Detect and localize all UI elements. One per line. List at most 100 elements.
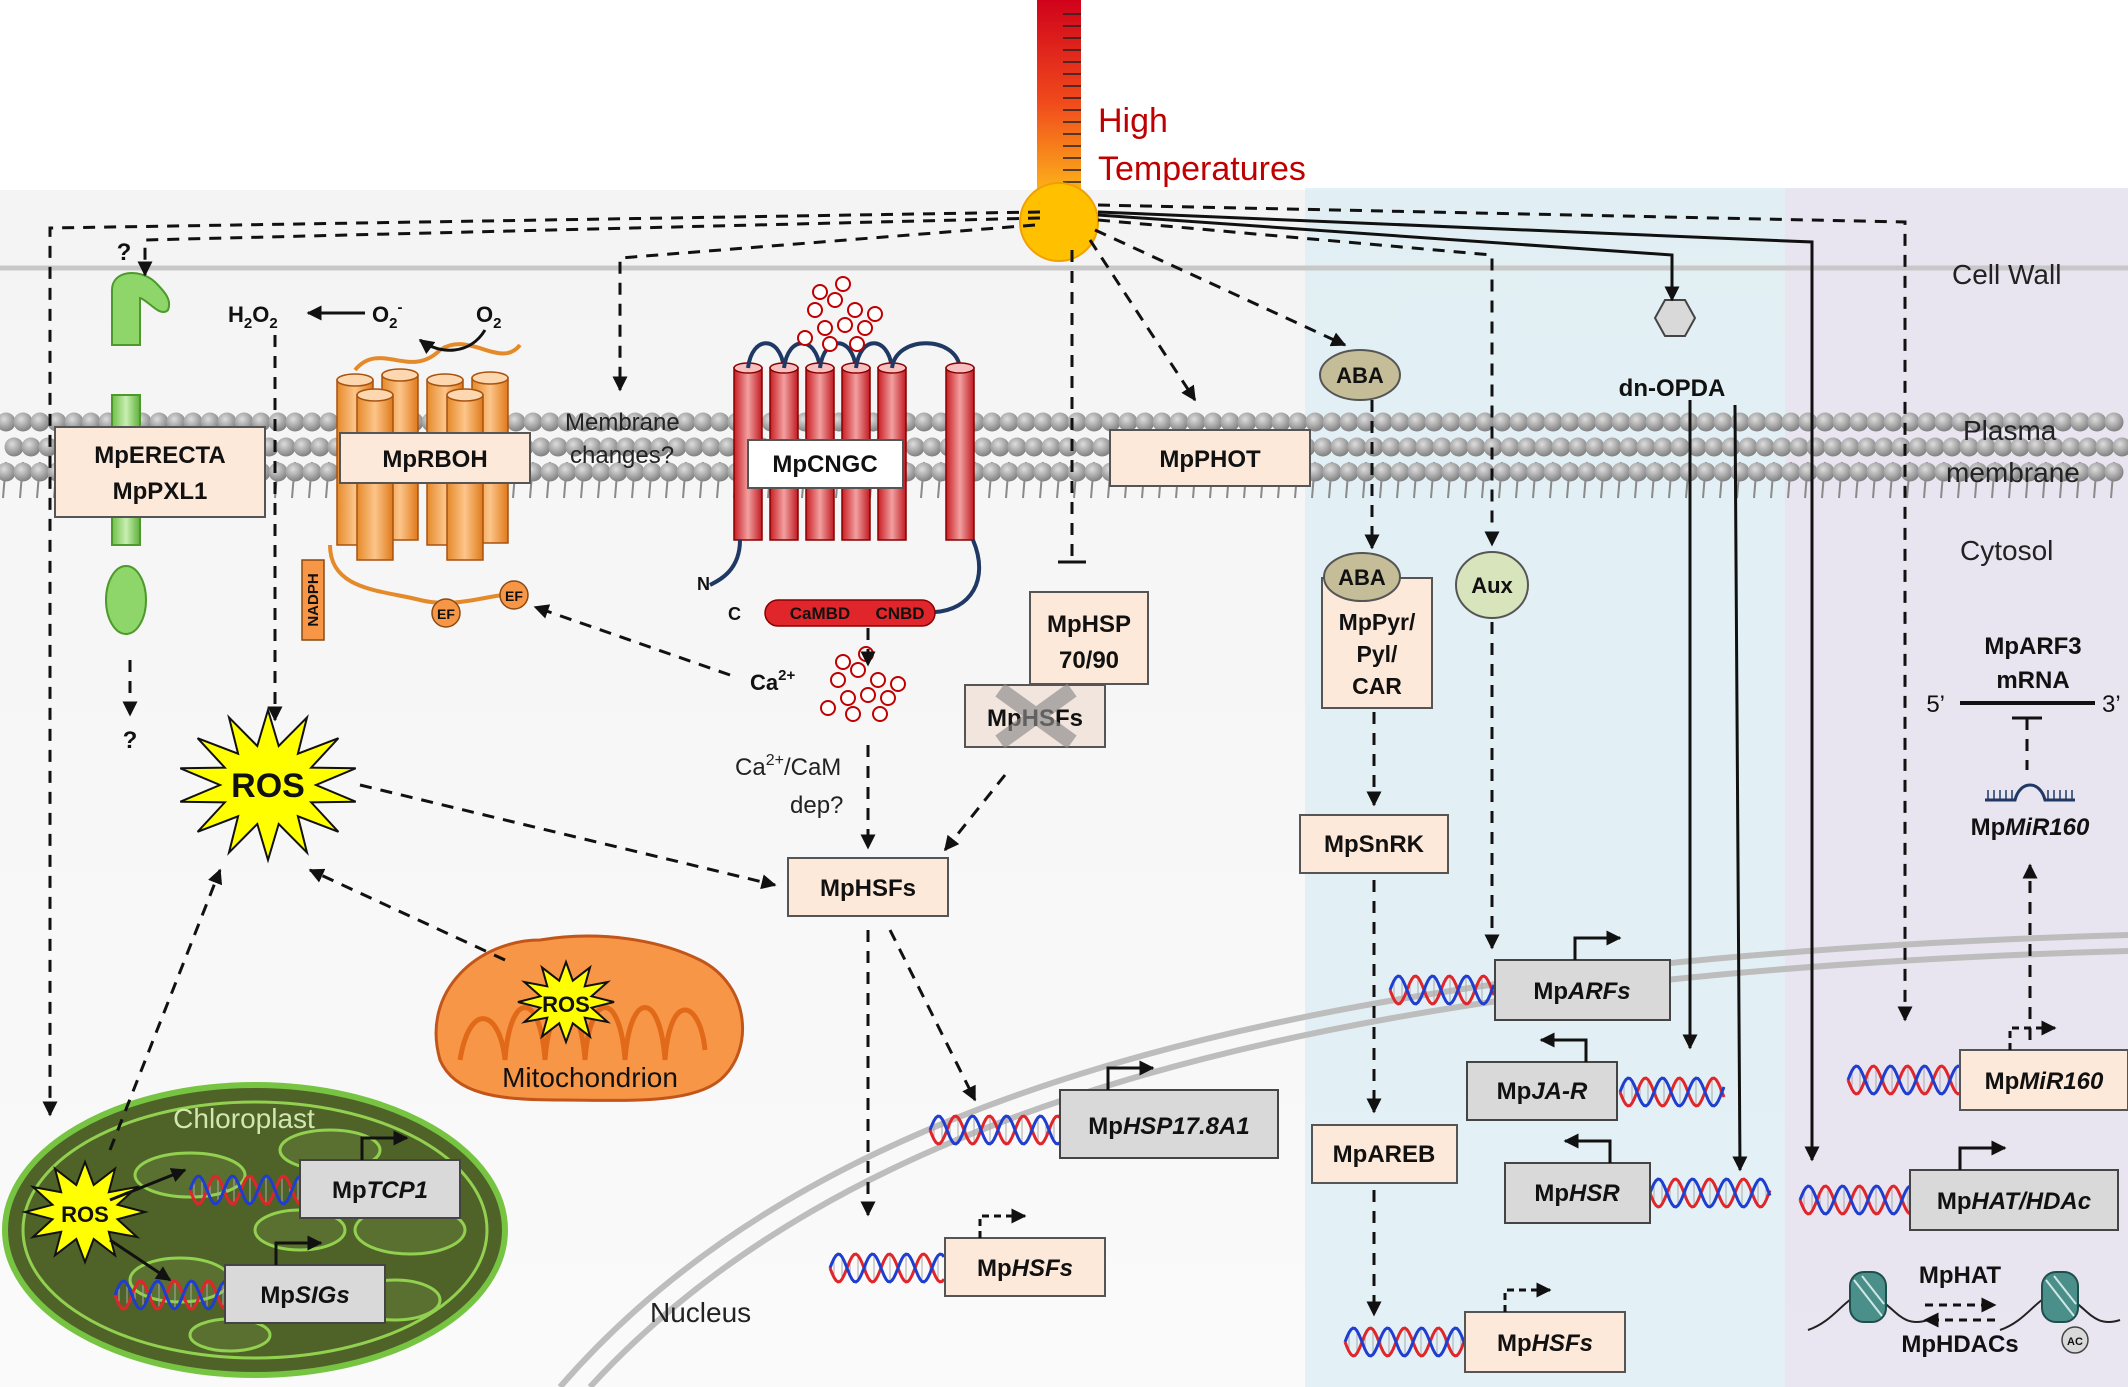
hsfs-release-cross — [995, 683, 1077, 749]
hsp-label-2: 70/90 — [1059, 647, 1119, 674]
pyl-label-2: Pyl/ — [1357, 641, 1399, 667]
h2o2-label: H2O2 — [228, 302, 278, 332]
arfs-gene-box — [1494, 959, 1671, 1021]
opda-label: dn-OPDA — [1619, 375, 1726, 402]
hsfs-gene-aba-box — [1464, 1311, 1626, 1373]
hsp-box — [1029, 591, 1149, 685]
hsr-gene-box — [1504, 1162, 1651, 1224]
thermometer-ticks — [1063, 13, 1081, 195]
five-prime-label: 5’ — [1926, 691, 1945, 718]
plasma-membrane-label-2: membrane — [1946, 457, 2080, 488]
areb-box — [1311, 1124, 1458, 1184]
nuclear-envelope-inner — [587, 948, 2128, 1387]
hsfs-center-label: MpHSFs — [820, 875, 916, 902]
calcium-label: Ca2+ — [750, 667, 795, 695]
chloroplast-ros-burst — [21, 1159, 149, 1265]
ros-label: ROS — [231, 767, 305, 805]
cytosol-label: Cytosol — [1960, 535, 2053, 566]
hsp17-gene-box — [1059, 1089, 1279, 1159]
auxin-label: Aux — [1471, 573, 1513, 598]
stimulus-label-1: High — [1098, 102, 1168, 140]
stimulus-label-2: Temperatures — [1098, 150, 1306, 188]
ef-label-1: EF — [437, 606, 455, 622]
o2minus-label: O2- — [372, 299, 402, 332]
jar-gene-box — [1466, 1061, 1618, 1121]
tcp1-gene-box — [299, 1159, 461, 1219]
cam-dependent-label-1: Ca2+/CaM — [735, 752, 841, 781]
pyl-label-3: CAR — [1352, 673, 1402, 699]
cngc-n-label: N — [697, 574, 710, 594]
cam-dependent-label-2: dep? — [790, 792, 843, 819]
ef-label-2: EF — [505, 588, 523, 604]
hdac-label: MpHDACs — [1901, 1331, 2018, 1358]
cngc-c-label: C — [728, 604, 741, 624]
aba-bound-label: ABA — [1338, 565, 1386, 590]
nadph-block — [301, 559, 325, 641]
aba-label: ABA — [1336, 363, 1384, 388]
nucleosomes — [1807, 1271, 2121, 1331]
phot-box — [1109, 429, 1311, 487]
jar-gene-label: MpJA-R — [1497, 1078, 1588, 1105]
arf3-mrna-label-1: MpARF3 — [1984, 633, 2081, 660]
o2-label: O2 — [476, 302, 501, 332]
rboh-label: MpRBOH — [382, 446, 487, 473]
rboh-box — [339, 432, 531, 484]
cngc-c-tail — [934, 539, 982, 614]
o2-to-o2minus-arrow — [418, 329, 487, 355]
acetyl-label: AC — [2067, 1336, 2083, 1348]
cell-wall-label: Cell Wall — [1952, 259, 2061, 290]
erecta-box — [54, 426, 266, 518]
mir160-hairpin — [1985, 783, 2075, 802]
thermometer-bulb — [1019, 182, 1099, 262]
erecta-question-bottom: ? — [123, 727, 138, 754]
hsp17-gene-label: MpHSP17.8A1 — [1088, 1113, 1249, 1140]
tcp1-gene-label: MpTCP1 — [332, 1177, 428, 1204]
erecta-question-top: ? — [117, 239, 132, 266]
hsfs-gene-aba-label: MpHSFs — [1497, 1330, 1593, 1357]
mito-ros-burst — [517, 959, 615, 1045]
sigs-gene-box — [224, 1264, 386, 1324]
mir160-label: MpMiR160 — [1971, 814, 2090, 841]
aba-bound — [1323, 552, 1401, 602]
dna-helices — [113, 974, 1961, 1358]
hsfs-center-box — [787, 857, 949, 917]
hsr-gene-label: MpHSR — [1534, 1180, 1620, 1207]
erecta-receptor — [105, 271, 171, 635]
cngc-box — [747, 439, 904, 489]
auxin-molecule — [1455, 551, 1529, 619]
promoter-arrows — [274, 930, 2057, 1312]
hat-hdac-gene-box — [1909, 1169, 2119, 1231]
sigs-gene-label: MpSIGs — [260, 1282, 349, 1309]
arf3-mrna-label-2: mRNA — [1996, 667, 2069, 694]
membrane-changes-2: changes? — [570, 442, 674, 469]
thermometer — [1037, 0, 1081, 205]
cnbd-label: CNBD — [875, 604, 924, 623]
hsp-label-1: MpHSP — [1047, 611, 1131, 638]
mitochondrion-cristae — [457, 1005, 708, 1061]
phot-label: MpPHOT — [1159, 446, 1261, 473]
snrk-box — [1299, 814, 1449, 874]
calcium-ions-extracellular — [797, 276, 883, 352]
hat-label: MpHAT — [1919, 1262, 2002, 1289]
opda-hexagon — [1653, 299, 1697, 337]
mitochondrion-label: Mitochondrion — [502, 1062, 678, 1093]
mir160-gene-box — [1959, 1049, 2128, 1111]
nuclear-envelope-outer — [557, 932, 2128, 1387]
areb-label: MpAREB — [1333, 1141, 1436, 1168]
mito-ros-label: ROS — [542, 992, 590, 1017]
arfs-gene-label: MpARFs — [1533, 978, 1630, 1005]
cngc-domain-bar — [764, 599, 936, 627]
acetyl-mark — [2061, 1326, 2089, 1354]
ef-hand-2 — [499, 580, 529, 610]
pyl-label-1: MpPyr/ — [1339, 609, 1416, 635]
plasma-membrane-label-1: Plasma — [1963, 415, 2057, 446]
ef-hand-1 — [431, 598, 461, 628]
cambd-label: CaMBD — [790, 604, 850, 623]
hsfs-gene-center-label: MpHSFs — [977, 1255, 1073, 1282]
cngc-label: MpCNGC — [772, 451, 877, 478]
mir160-gene-label: MpMiR160 — [1985, 1068, 2104, 1095]
chloroplast-ros-label: ROS — [61, 1202, 109, 1227]
chloroplast-label: Chloroplast — [173, 1103, 315, 1134]
